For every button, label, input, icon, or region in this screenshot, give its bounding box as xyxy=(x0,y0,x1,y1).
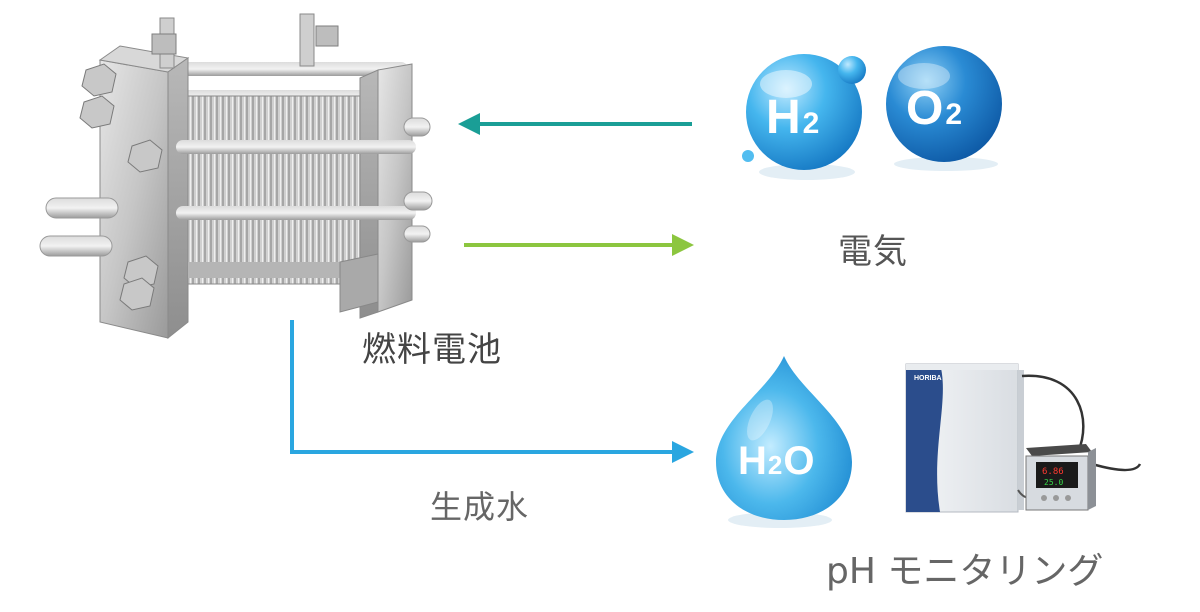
h2o-water-drop: H2O xyxy=(716,356,852,528)
o2-formula: O2 xyxy=(906,82,962,135)
arrow-electricity-output xyxy=(464,234,694,256)
device-brand: HORIBA xyxy=(914,375,942,382)
h2-formula: H2 xyxy=(766,91,819,144)
arrow-water-output xyxy=(290,320,694,463)
electricity-label: 電気 xyxy=(838,232,908,272)
ph-monitor-device-image: HORIBA 6.86 25.0 xyxy=(905,363,1142,513)
fuel-cell-label: 燃料電池 xyxy=(362,330,502,370)
device-display-temp: 25.0 xyxy=(1044,478,1063,487)
ph-monitoring-label: pH モニタリング xyxy=(826,551,1104,592)
o2-molecule-bubble: O2 xyxy=(886,46,1002,171)
produced-water-label: 生成水 xyxy=(430,488,530,526)
device-display-ph: 6.86 xyxy=(1042,467,1064,477)
h2-molecule-bubble: H2 xyxy=(742,54,866,180)
fuel-cell-stack-image xyxy=(39,13,433,340)
h2o-formula: H2O xyxy=(738,439,814,483)
arrow-gas-to-fuel-cell xyxy=(458,113,692,135)
